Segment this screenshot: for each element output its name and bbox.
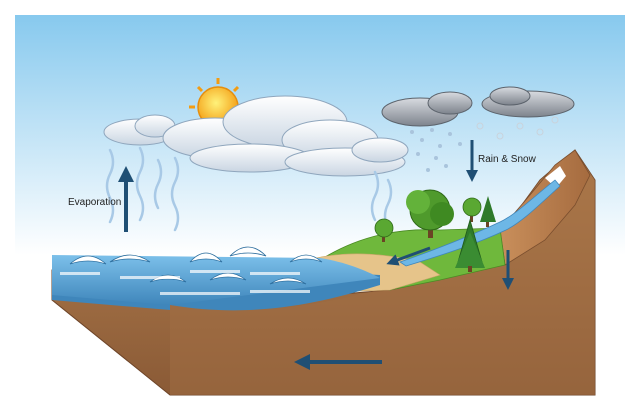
cloud-icon — [103, 95, 409, 177]
precipitation-drops — [410, 116, 559, 172]
snow-cap — [545, 166, 566, 188]
waves — [69, 246, 323, 285]
tree-icon — [374, 189, 496, 272]
precipitation-label: Rain & Snow — [478, 154, 536, 165]
soil-cut — [170, 150, 595, 395]
rain-cloud-icon — [381, 86, 575, 127]
evaporation-label: Evaporation — [68, 197, 122, 208]
river-flow-arrow-icon — [386, 246, 431, 266]
mountain — [499, 149, 591, 266]
foam — [60, 270, 310, 295]
ocean-top — [52, 255, 380, 305]
river — [399, 179, 561, 267]
